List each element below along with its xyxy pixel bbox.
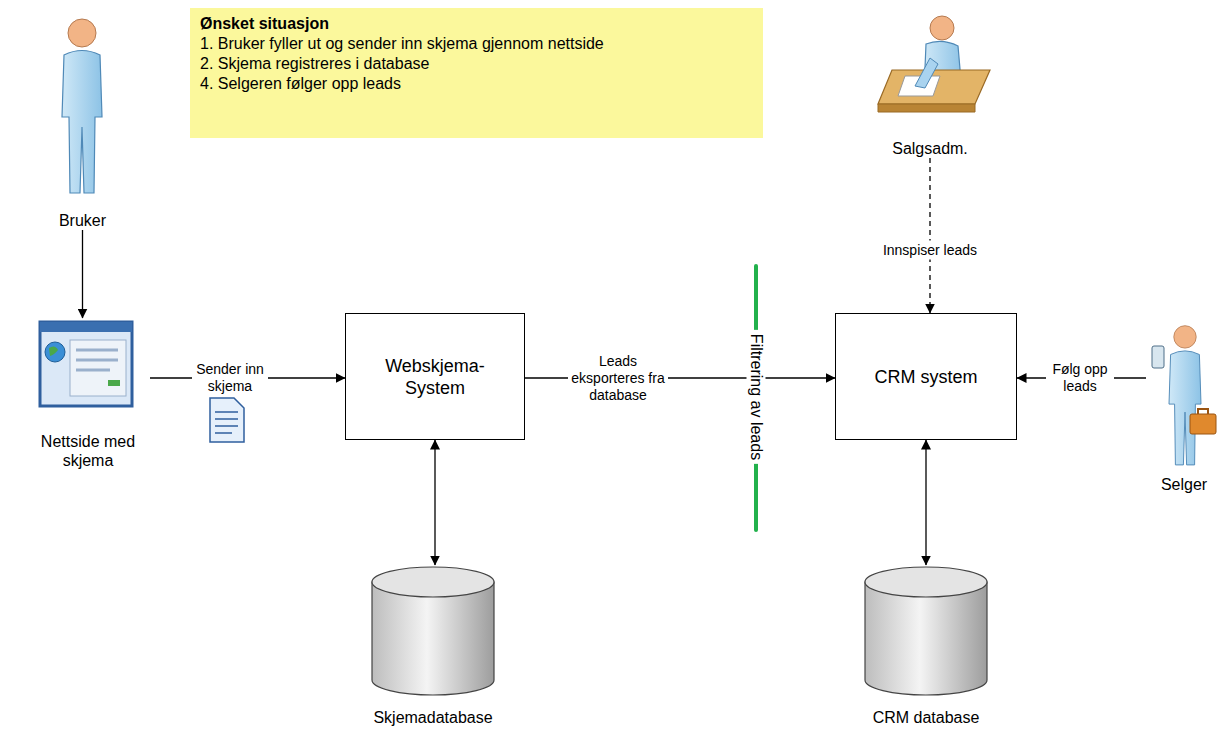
document-line (215, 432, 232, 434)
phone (1152, 346, 1164, 368)
database-cylinder (372, 567, 494, 695)
filter-label: Filtrering av leads (747, 330, 766, 464)
note-title: Ønsket situasjon (200, 14, 753, 34)
seller-figure (1152, 326, 1216, 465)
sales-admin-figure (878, 16, 990, 112)
text-line (76, 359, 118, 362)
briefcase-handle (1198, 409, 1208, 414)
connector (82, 230, 83, 318)
globe-land (49, 346, 58, 356)
actor: Salgsadm. (870, 10, 990, 158)
node-label: Salgsadm. (892, 139, 968, 158)
document-sheet (210, 398, 244, 442)
document-line (215, 411, 238, 413)
cylinder-top (865, 567, 987, 597)
desk-top (878, 70, 990, 104)
node-label: CRM system (861, 366, 991, 388)
document-line (215, 418, 238, 420)
note-box: Ønsket situasjon1. Bruker fyller ut og s… (190, 8, 763, 138)
note-line: 1. Bruker fyller ut og sender inn skjema… (200, 34, 753, 54)
cylinder-top (372, 567, 494, 597)
process-box: CRM system (835, 313, 1017, 440)
window-content (70, 340, 126, 396)
person-head (930, 16, 954, 40)
person-arm (915, 58, 938, 88)
cylinder-body (865, 582, 987, 695)
globe (45, 342, 65, 362)
note-line: 2. Skjema registreres i database (200, 54, 753, 74)
window-frame (40, 322, 132, 406)
text-line (76, 369, 110, 372)
user-figure (62, 19, 102, 193)
connector (434, 440, 435, 565)
edge-label: Leads eksporteres fra database (568, 352, 668, 405)
process-box: Webskjema-System (345, 313, 525, 440)
seller-person (1169, 326, 1201, 465)
button (108, 380, 120, 386)
actor: Bruker (40, 15, 125, 230)
edge-label: Følg opp leads (1046, 360, 1114, 396)
document-line (215, 425, 238, 427)
edge-label: Innspiser leads (858, 241, 1002, 260)
database: Skjemadatabase (363, 565, 503, 727)
edge-label: Sender inn skjema (192, 360, 268, 396)
text-line (76, 349, 118, 352)
database: CRM database (856, 565, 996, 727)
connector (929, 158, 930, 313)
node-label: Bruker (59, 211, 106, 230)
connector (925, 440, 926, 565)
node-label: Skjemadatabase (373, 708, 492, 727)
actor: Selger (1146, 318, 1222, 494)
webpage-icon (40, 322, 132, 406)
cylinder-body (372, 582, 494, 695)
document-icon (210, 398, 244, 442)
briefcase (1190, 414, 1216, 434)
window-bar (40, 322, 132, 332)
desk-front (878, 104, 975, 112)
database-cylinder (865, 567, 987, 695)
node-label: Selger (1161, 475, 1207, 494)
node-label: Nettside med skjema (33, 432, 143, 470)
node-label: Webskjema-System (375, 355, 495, 399)
node-label: CRM database (873, 708, 980, 727)
note-line: 4. Selgeren følger opp leads (200, 74, 753, 94)
webpage: Nettside med skjema (26, 318, 150, 470)
